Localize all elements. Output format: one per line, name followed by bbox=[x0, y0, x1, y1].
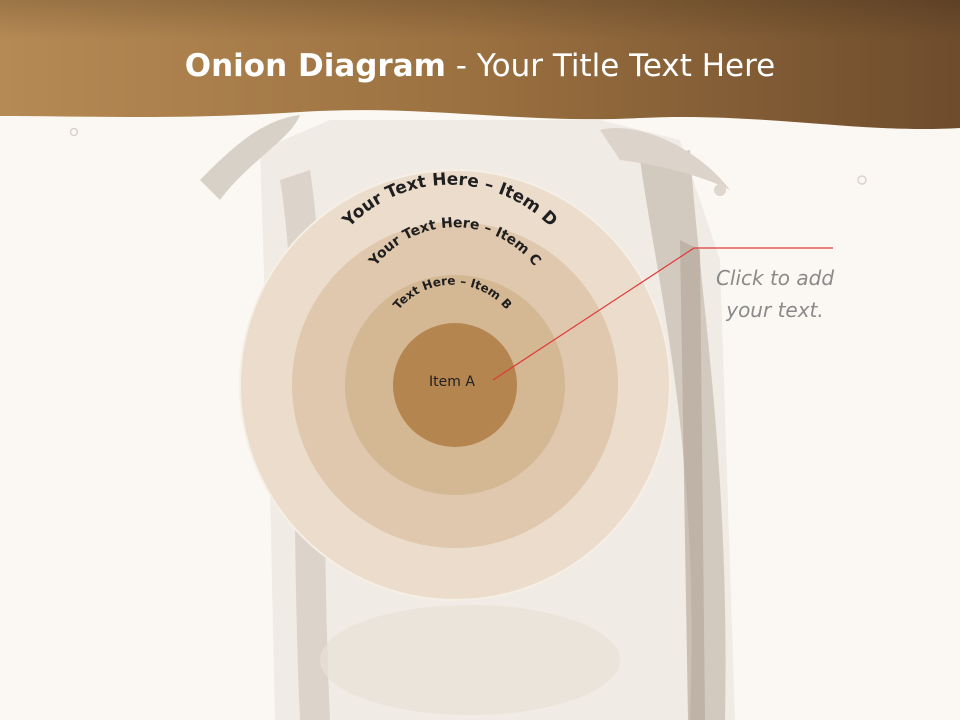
ring-item-a[interactable] bbox=[393, 323, 517, 447]
ring-label-item-a: Item A bbox=[429, 374, 475, 390]
callout-text[interactable]: Click to add your text. bbox=[715, 266, 835, 322]
slide-title[interactable]: Onion Diagram - Your Title Text Here bbox=[0, 48, 960, 84]
title-bold: Onion Diagram bbox=[184, 48, 446, 84]
title-rest: - Your Title Text Here bbox=[445, 48, 776, 84]
callout-line bbox=[492, 247, 833, 381]
